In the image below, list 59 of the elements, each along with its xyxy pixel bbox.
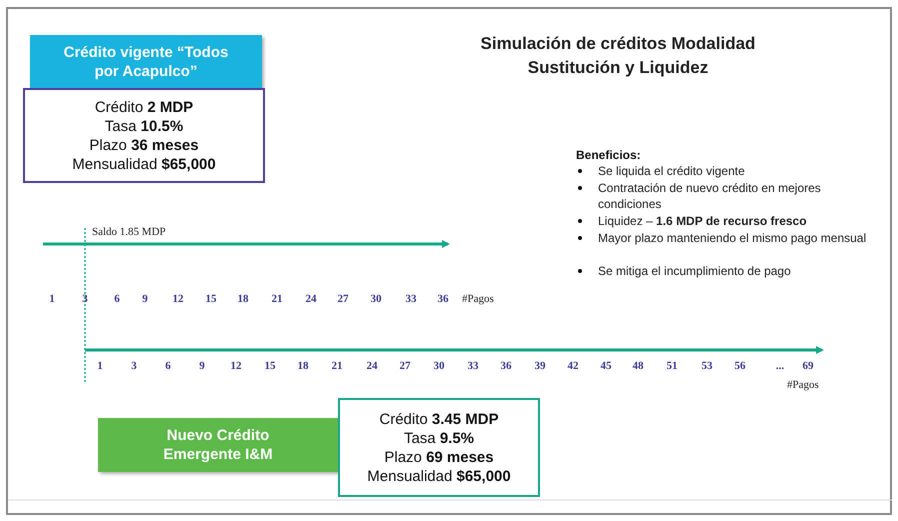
- tick-label: 15: [264, 360, 276, 372]
- tick-label: 69: [802, 360, 814, 372]
- tick-label: 42: [568, 360, 578, 372]
- header-banner: [30, 35, 262, 88]
- tick-label: 1: [49, 293, 55, 305]
- tick-label: 51: [666, 360, 678, 372]
- bullet-text: Contratación de nuevo crédito en mejores condiciones: [598, 180, 822, 212]
- box-text: Mensualidad $65,000: [72, 154, 216, 174]
- tick-label: 30: [434, 360, 444, 372]
- tick-label: 33: [406, 293, 416, 305]
- tick-label: 3: [82, 293, 88, 305]
- tick-label: 36: [500, 360, 512, 372]
- bullet-text: Mayor plazo manteniendo el mismo pago mensual: [598, 230, 868, 246]
- tick-label: 1: [97, 360, 103, 372]
- tick-label: 30: [370, 293, 382, 305]
- tick-label: 18: [298, 360, 308, 372]
- list-heading: Beneficios:: [576, 148, 641, 162]
- box-text: Plazo 69 meses: [384, 448, 494, 466]
- box-text: Nuevo Crédito Emergente I&M: [162, 426, 274, 464]
- tick-label: 6: [165, 360, 171, 372]
- box-text: Tasa 9.5%: [404, 428, 474, 448]
- tick-label: 24: [366, 360, 378, 372]
- box-text: Plazo 36 meses: [89, 136, 199, 154]
- tick-label: 36: [438, 293, 448, 305]
- tick-label: ...: [776, 360, 784, 372]
- bullet-text: Liquidez – 1.6 MDP de recurso fresco: [598, 213, 808, 229]
- tick-label: 15: [206, 293, 216, 305]
- title-text: Simulación de créditos Modalidad Sustitución y Liquidez: [480, 33, 756, 79]
- tick-label: 27: [338, 293, 348, 305]
- box-text: Crédito 2 MDP: [94, 98, 194, 116]
- balance-label: Saldo 1.85 MDP: [92, 226, 166, 238]
- bullet-text: Se mitiga el incumplimiento de pago: [598, 263, 792, 279]
- box-text: Mensualidad $65,000: [367, 466, 511, 486]
- tick-label: 33: [468, 360, 478, 372]
- tick-label: 45: [600, 360, 612, 372]
- tick-label: 39: [534, 360, 546, 372]
- tick-label: 48: [632, 360, 644, 372]
- tick-label: 21: [272, 293, 282, 305]
- tick-label: 9: [199, 360, 205, 372]
- tick-label: 6: [114, 293, 120, 305]
- tick-label: 9: [142, 293, 148, 305]
- box-text: Crédito 3.45 MDP: [379, 410, 499, 428]
- tick-label: 56: [734, 360, 746, 372]
- tick-label: 53: [702, 360, 712, 372]
- box-text: Crédito vigente “Todos por Acapulco”: [62, 42, 230, 80]
- tick-label: 24: [306, 293, 316, 305]
- info-box: [23, 88, 265, 183]
- bullet-text: Se liquida el crédito vigente: [598, 163, 746, 179]
- axis-label: #Pagos: [462, 293, 494, 305]
- tick-label: 18: [238, 293, 248, 305]
- tick-label: 21: [332, 360, 342, 372]
- header-banner: [98, 418, 338, 472]
- box-text: Tasa 10.5%: [104, 116, 184, 136]
- axis-label: #Pagos: [787, 379, 819, 391]
- tick-label: 12: [172, 293, 184, 305]
- tick-label: 27: [400, 360, 410, 372]
- tick-label: 12: [230, 360, 242, 372]
- info-box: [338, 398, 540, 497]
- tick-label: 3: [131, 360, 137, 372]
